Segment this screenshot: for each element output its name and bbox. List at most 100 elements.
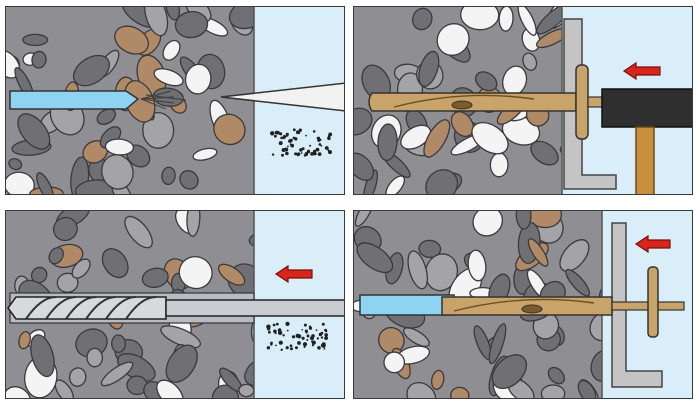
angle-bracket [611,222,663,388]
stone [491,354,528,390]
stone [430,369,445,391]
stone [436,23,470,56]
dust-particle [315,329,318,331]
anchor-head [647,266,659,338]
stone [213,113,246,146]
stone [144,7,169,37]
stone [124,215,153,249]
direction-arrow [274,264,313,284]
dust-particle [309,144,312,147]
dust-particle [289,344,293,347]
dust-particle [285,346,289,350]
stone [142,111,175,149]
dust-particle [301,336,305,340]
dust-particle [308,325,312,328]
dust-particle [288,139,292,143]
stone [165,7,181,21]
stone [238,383,255,398]
stone [412,7,433,31]
step-3-drill-hole-panel [5,210,345,399]
dust-particle [282,135,287,139]
dust-particle [312,130,316,133]
stone [186,211,201,237]
dust-particle [311,340,314,343]
step-1-clean-hole-panel [5,6,345,195]
dust-particle [306,150,311,154]
dust-particle [295,333,300,338]
dust-particles [270,128,333,157]
stone [68,367,87,387]
stone [71,258,91,279]
dust-particle [311,344,314,347]
drill-shank [165,299,344,317]
drilled-hole [359,294,455,316]
hammer-handle [635,126,655,194]
stone [52,216,78,242]
stone [22,33,49,47]
dust-particle [317,346,321,350]
step-4-insert-anchor-panel [353,210,693,399]
dust-particle [278,141,283,146]
stone [161,166,176,186]
dust-particle [287,145,289,148]
dust-particle [306,339,309,341]
stone [363,169,378,194]
stone [178,256,213,290]
stone [18,331,31,350]
dust-particle [301,329,304,331]
dust-particle [271,153,275,156]
stone [515,211,532,230]
stone [354,152,375,181]
stone [471,121,509,155]
stone [488,323,507,365]
dust-particle [266,346,271,350]
dust-particle [321,322,325,326]
anchor-head [575,64,589,140]
stone [100,361,134,387]
stone [406,381,437,398]
debris-burst [140,90,187,110]
stone [418,239,442,259]
dust-particle [285,321,290,326]
step-3-illustration [6,211,344,398]
dust-particle [320,336,324,339]
stone [523,211,563,229]
dust-particle [285,151,289,156]
stone [565,268,591,297]
stone [141,267,169,289]
dust-particle [310,152,314,156]
stone [377,123,398,162]
stone [547,366,566,385]
stone [527,238,549,267]
stone [174,10,209,39]
step-2-hammer-anchor-panel [353,6,693,195]
dust-particle [324,328,328,332]
stone [179,170,199,190]
dust-particle [292,128,296,132]
dust-particle [321,343,326,348]
dust-particle [323,348,326,350]
stone [86,347,104,368]
dust-particle [310,336,314,341]
dust-particle [291,335,296,339]
stone [72,54,111,87]
dust-particle [286,329,289,332]
dust-particle [281,148,286,152]
dust-particle [304,152,308,155]
dust-particle [290,347,293,351]
angle-bracket [563,18,617,190]
dust-particle [298,132,301,134]
dust-particle [303,323,307,327]
stone [407,250,428,290]
dust-particle [313,152,317,156]
dust-particle [305,134,307,137]
dust-particle [304,329,308,333]
stone [165,344,198,383]
dust-particle [279,333,282,336]
dust-particle [300,152,303,154]
step-4-illustration [354,211,692,398]
stone [383,351,406,374]
dust-particle [324,333,329,337]
stone [48,247,64,265]
stone [217,263,246,286]
